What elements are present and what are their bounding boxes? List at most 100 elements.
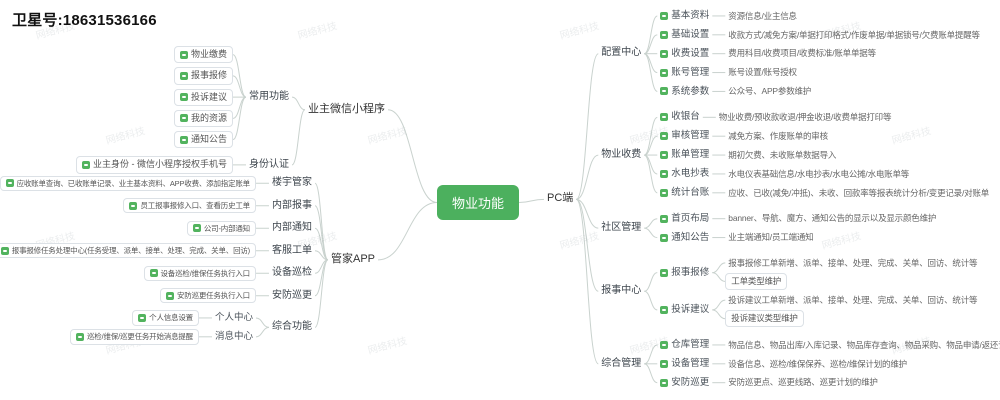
mindmap-node[interactable]: 公众号、APP参数维护 <box>725 84 814 99</box>
node-label: 收费设置 <box>671 47 710 59</box>
mindmap-node[interactable]: 投诉建议工单新增、派单、接单、处理、完成、关单、回访、统计等 <box>725 293 980 308</box>
mindmap-node[interactable]: 报事中心 <box>598 283 644 300</box>
mindmap-node[interactable]: 常用功能 <box>246 89 292 106</box>
mindmap-node[interactable]: 综合管理 <box>598 356 644 373</box>
mindmap-node[interactable]: 综合功能 <box>269 319 315 336</box>
mindmap-node[interactable]: 基础设置 <box>657 27 712 43</box>
mindmap-node[interactable]: 设备巡检/维保任务执行入口 <box>143 265 256 281</box>
mindmap-node[interactable]: 账单管理 <box>657 147 712 163</box>
mindmap-node[interactable]: 报事报修任务处理中心(任务受理、派单、接单、处理、完成、关单、回访) <box>0 243 256 259</box>
mindmap-node[interactable]: 员工报事报修入口、查看历史工单 <box>123 198 256 214</box>
mindmap-node[interactable]: 水电仪表基础信息/水电抄表/水电公摊/水电账单等 <box>725 167 912 182</box>
mindmap-node[interactable]: 物业收费/预收款收退/押金收退/收费单据打印等 <box>716 110 895 125</box>
node-label: 基本资料 <box>671 10 710 21</box>
mindmap-node[interactable]: 身份认证 <box>246 157 292 174</box>
node-label: 综合管理 <box>601 357 642 369</box>
mindmap-node[interactable]: PC端 <box>544 190 576 208</box>
mindmap-node[interactable]: 仓库管理 <box>657 337 712 353</box>
node-label: 水电抄表 <box>671 168 710 179</box>
mindmap-node[interactable]: 应收、已收(减免/冲抵)、未收、回款率等报表统计分析/变更记录/对账单 <box>725 186 992 201</box>
mindmap-node[interactable]: 收款方式/减免方案/单据打印格式/作废单据/单据锁号/欠费账单提醒等 <box>725 28 983 43</box>
mindmap-node[interactable]: 账号管理 <box>657 65 712 81</box>
mindmap-node[interactable]: 个人中心 <box>212 310 256 326</box>
node-label: 投诉建议工单新增、派单、接单、处理、完成、关单、回访、统计等 <box>728 294 978 305</box>
mindmap-node[interactable]: 报事报修 <box>173 67 233 85</box>
mindmap-node[interactable]: 公司-内部通知 <box>186 220 256 236</box>
mindmap-node[interactable]: 设备管理 <box>657 356 712 372</box>
mindmap-node[interactable]: 投诉建议 <box>173 88 233 106</box>
mindmap-node[interactable]: 安防巡更点、巡更线路、巡更计划的维护 <box>725 375 880 390</box>
mindmap-node[interactable]: 报事报修工单新增、派单、接单、处理、完成、关单、回访、统计等 <box>725 256 980 271</box>
mindmap-node[interactable]: 业主端通知/员工端通知 <box>725 230 816 245</box>
mindmap-node[interactable]: 投诉建议 <box>657 302 712 318</box>
mindmap-node[interactable]: 投诉建议类型维护 <box>725 310 804 327</box>
mindmap-node[interactable]: 业主微信小程序 <box>305 101 388 119</box>
mindmap-node[interactable]: 费用科目/收费项目/收费标准/账单单据等 <box>725 46 879 61</box>
mindmap-node[interactable]: 资源信息/业主信息 <box>725 9 800 24</box>
tag-icon <box>660 305 669 314</box>
tag-icon <box>660 233 669 242</box>
mindmap-node[interactable]: banner、导航、魔方、通知公告的显示以及显示颜色维护 <box>725 211 939 226</box>
tag-icon <box>660 169 669 178</box>
node-label: 物业缴费 <box>190 49 227 59</box>
mindmap-node[interactable]: 设备信息、巡检/维保保养、巡检/维保计划的维护 <box>725 357 910 372</box>
mindmap-node[interactable]: 账号设置/账号授权 <box>725 65 800 80</box>
mindmap-node[interactable]: 通知公告 <box>173 131 233 149</box>
node-label: 业主身份 - 微信小程序授权手机号 <box>93 159 227 170</box>
mindmap-node[interactable]: 统计台账 <box>657 185 712 201</box>
node-label: 消息中心 <box>214 330 253 342</box>
mindmap-node[interactable]: 社区管理 <box>598 220 644 237</box>
tag-icon <box>179 114 188 123</box>
central-topic[interactable]: 物业功能 <box>437 185 520 220</box>
mindmap-node[interactable]: 通知公告 <box>657 230 712 246</box>
mindmap-node[interactable]: 内部报事 <box>269 198 315 215</box>
mindmap-node[interactable]: 收费设置 <box>657 46 712 62</box>
mindmap-node[interactable]: 业主身份 - 微信小程序授权手机号 <box>76 156 233 174</box>
mindmap-node[interactable]: 安防巡更 <box>269 288 315 305</box>
mindmap-node[interactable]: 安防巡更任务执行入口 <box>159 288 256 304</box>
node-label: 物业收费 <box>601 148 642 160</box>
mindmap-node[interactable]: 物品信息、物品出库/入库记录、物品库存查询、物品采购、物品申请/返还记录 <box>725 338 1000 353</box>
mindmap-node[interactable]: 收银台 <box>657 109 703 125</box>
mindmap-node[interactable]: 配置中心 <box>598 45 644 62</box>
mindmap-node[interactable]: 客服工单 <box>269 243 315 260</box>
mindmap-node[interactable]: 首页布局 <box>657 211 712 227</box>
mindmap-node[interactable]: 水电抄表 <box>657 166 712 182</box>
node-label: 物业收费/预收款收退/押金收退/收费单据打印等 <box>718 112 892 122</box>
mindmap-node[interactable]: 基本资料 <box>657 8 712 24</box>
mindmap-node[interactable]: 物业收费 <box>598 147 644 164</box>
watermark-text: 网络科技 <box>296 20 339 42</box>
node-label: 安防巡更点、巡更线路、巡更计划的维护 <box>728 377 878 388</box>
mindmap-node[interactable]: 期初欠费、未收账单数据导入 <box>725 148 839 163</box>
mindmap-node[interactable]: 报事报修 <box>657 265 712 281</box>
mindmap-node[interactable]: 巡检/维保/巡更任务开始消息提醒 <box>70 329 199 345</box>
mindmap-node[interactable]: 应收账单查询、已收账单记录、业主基本资料、APP收费、添加指定账单 <box>0 175 256 191</box>
node-label: 通知公告 <box>671 231 710 243</box>
mindmap-node[interactable]: 我的资源 <box>173 109 233 127</box>
node-label: 报事报修 <box>671 266 710 278</box>
mindmap-node[interactable]: 物业缴费 <box>173 46 233 64</box>
node-label: 个人信息设置 <box>149 313 193 323</box>
mindmap-node[interactable]: 楼宇管家 <box>269 175 315 192</box>
mindmap-node[interactable]: 个人信息设置 <box>132 310 199 326</box>
node-label: 管家APP <box>330 253 375 265</box>
mindmap-node[interactable]: 消息中心 <box>212 329 256 345</box>
tag-icon <box>660 359 669 368</box>
mindmap-node[interactable]: 内部通知 <box>269 220 315 237</box>
node-label: 报事报修任务处理中心(任务受理、派单、接单、处理、完成、关单、回访) <box>11 246 250 256</box>
node-label: 收款方式/减免方案/单据打印格式/作废单据/单据锁号/欠费账单提醒等 <box>728 29 980 40</box>
mindmap-node[interactable]: 设备巡检 <box>269 265 315 282</box>
node-label: 综合功能 <box>271 321 312 333</box>
tag-icon <box>660 151 669 160</box>
tag-icon <box>660 68 669 77</box>
tag-icon <box>660 188 669 197</box>
mindmap-node[interactable]: 系统参数 <box>657 84 712 100</box>
mindmap-node[interactable]: 减免方案、作废账单的审核 <box>725 129 831 144</box>
mindmap-node[interactable]: 安防巡更 <box>657 375 712 391</box>
mindmap-node[interactable]: 管家APP <box>328 251 378 269</box>
node-label: 统计台账 <box>671 186 710 198</box>
mindmap-node[interactable]: 审核管理 <box>657 128 712 144</box>
node-label: 身份认证 <box>249 158 289 170</box>
node-label: 设备信息、巡检/维保保养、巡检/维保计划的维护 <box>728 358 907 369</box>
mindmap-node[interactable]: 工单类型维护 <box>725 273 788 290</box>
